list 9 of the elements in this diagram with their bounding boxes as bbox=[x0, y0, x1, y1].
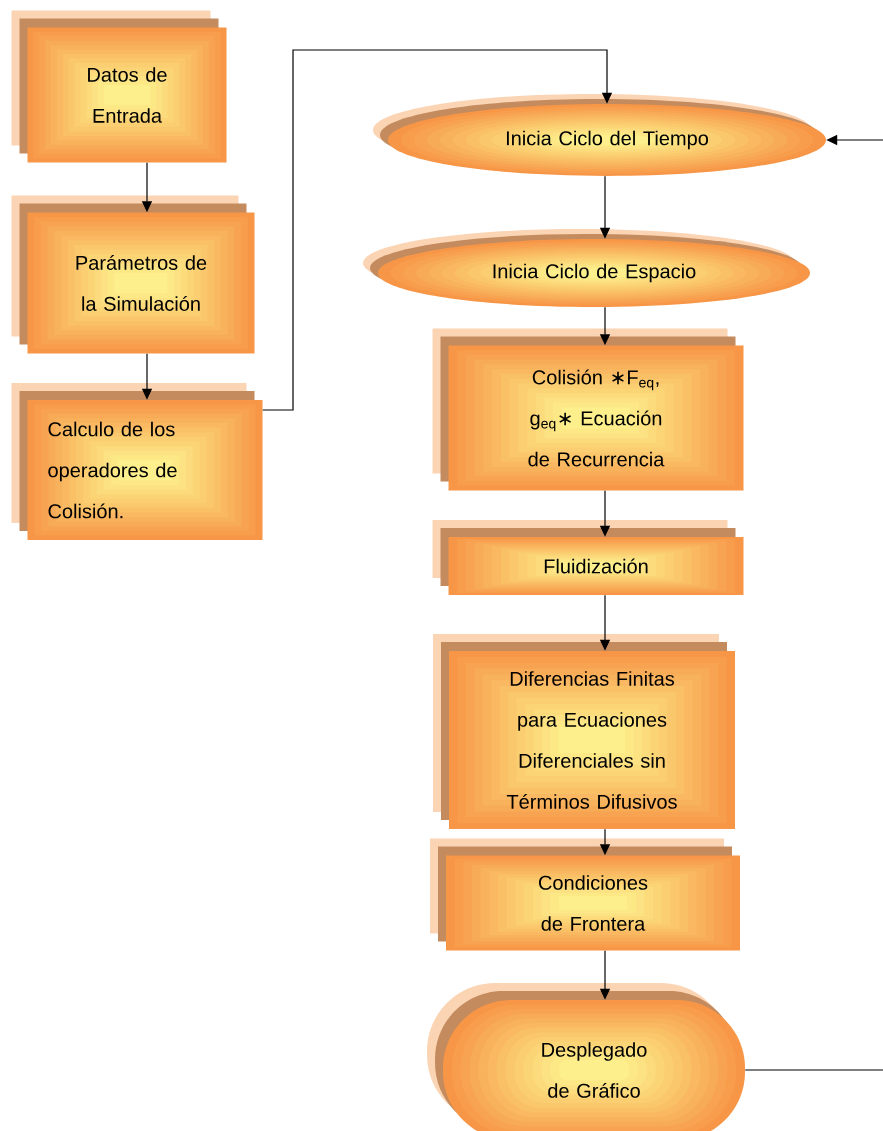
process-box: Fluidización bbox=[432, 520, 744, 595]
arrow bbox=[262, 49, 613, 411]
process-box: Colisión ∗F$_{eq}$, g$_{eq}$∗ Ecuación de Recurrencia bbox=[432, 328, 744, 491]
terminal-box: Desplegado de Gráfico bbox=[427, 983, 745, 1131]
process-box: Parámetros de la Simulación bbox=[11, 195, 255, 354]
process-box: Diferencias Finitas para Ecuaciones Diferenciales sin Términos Difusivos bbox=[433, 634, 735, 829]
process-box: Condiciones de Frontera bbox=[430, 838, 740, 951]
process-box: Calculo de los operadores de Colisión. bbox=[11, 383, 263, 540]
process-box: Datos de Entrada bbox=[11, 10, 227, 163]
